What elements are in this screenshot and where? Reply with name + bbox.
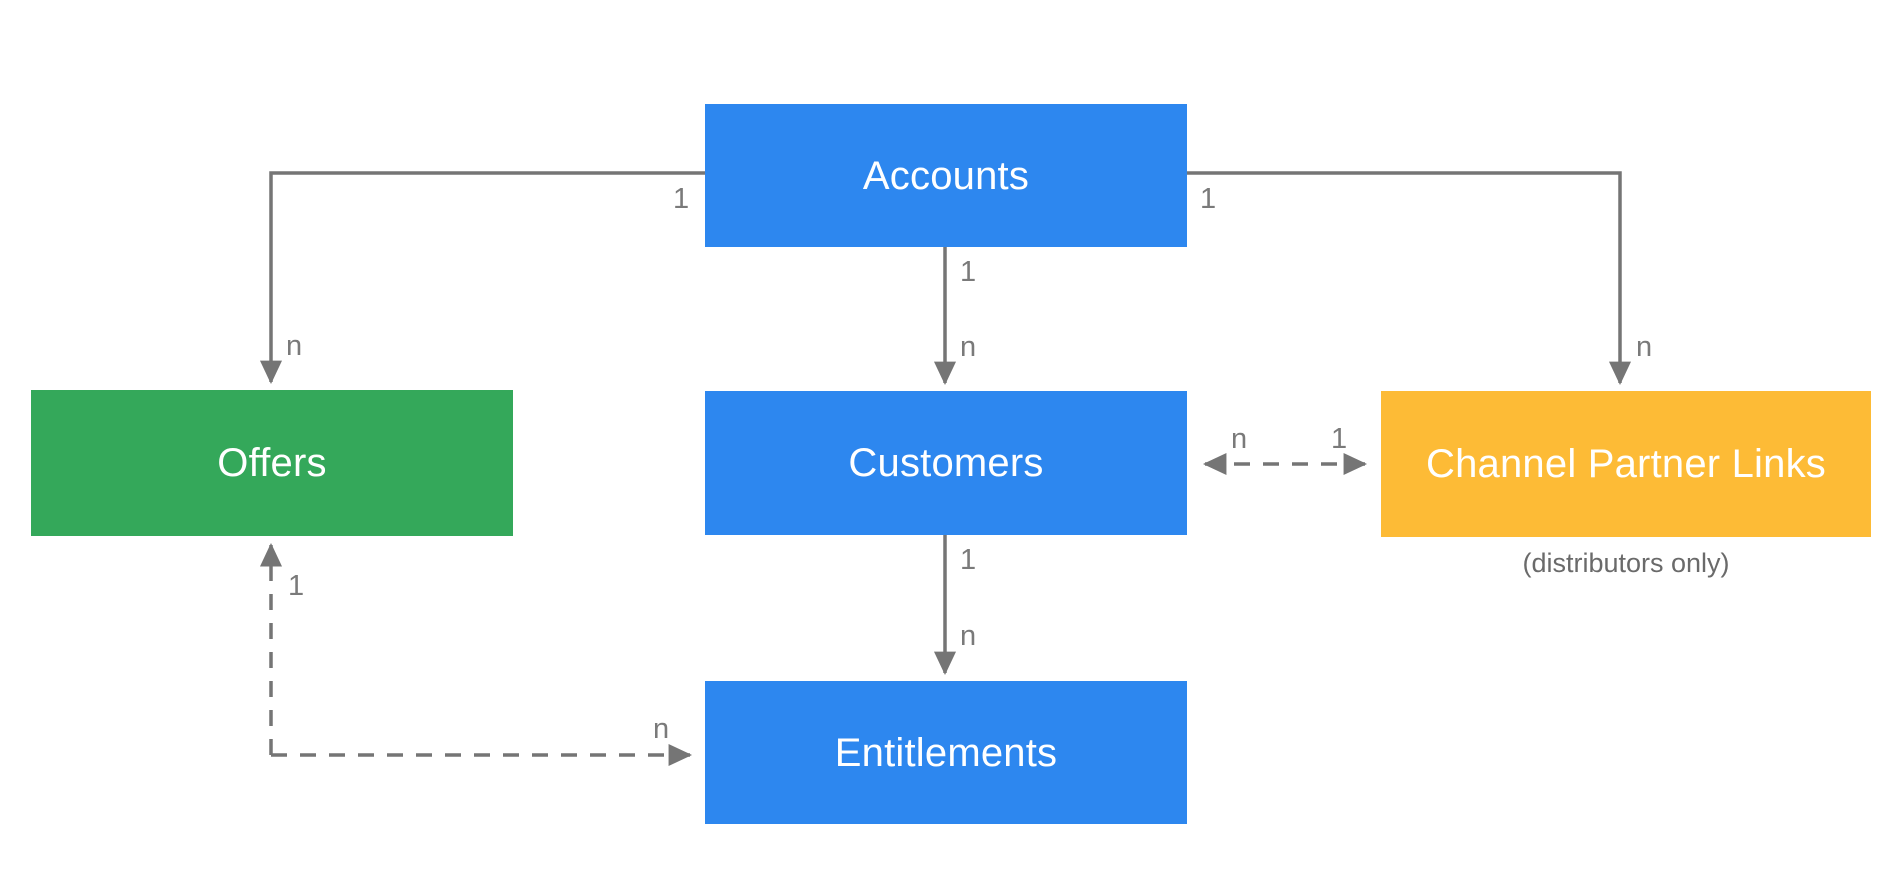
edge-label-customers-channel-partner-links-one: 1 <box>1331 423 1348 455</box>
edge-accounts-channel-partner-links <box>1187 171 1632 386</box>
node-entitlements-label: Entitlements <box>834 730 1058 775</box>
edge-label-accounts-customers-many: n <box>960 331 977 363</box>
edge-label-accounts-channel-partner-links-one: 1 <box>1200 183 1217 215</box>
edge-accounts-offers <box>259 171 705 385</box>
edge-label-accounts-offers-one: 1 <box>673 183 690 215</box>
edge-label-accounts-offers-many: n <box>286 330 303 362</box>
edge-label-accounts-channel-partner-links-many: n <box>1636 331 1653 363</box>
edge-label-accounts-customers-one: 1 <box>960 256 977 288</box>
node-offers[interactable]: Offers <box>31 390 513 536</box>
edge-label-customers-entitlements-one: 1 <box>960 544 977 576</box>
node-accounts[interactable]: Accounts <box>705 104 1187 247</box>
node-accounts-label: Accounts <box>862 153 1030 198</box>
node-entitlements[interactable]: Entitlements <box>705 681 1187 824</box>
node-channel-partner-links[interactable]: Channel Partner Links <box>1381 391 1871 537</box>
edge-label-offers-entitlements-one: 1 <box>288 570 305 602</box>
edge-label-customers-entitlements-many: n <box>960 620 977 652</box>
edge-label-offers-entitlements-many: n <box>653 713 670 745</box>
node-offers-label: Offers <box>217 441 327 485</box>
node-customers[interactable]: Customers <box>705 391 1187 535</box>
node-channel-partner-links-label: Channel Partner Links <box>1426 442 1826 486</box>
node-channel-partner-links-caption: (distributors only) <box>1522 548 1730 578</box>
edge-label-customers-channel-partner-links-many: n <box>1231 423 1248 455</box>
node-customers-label: Customers <box>848 441 1044 485</box>
